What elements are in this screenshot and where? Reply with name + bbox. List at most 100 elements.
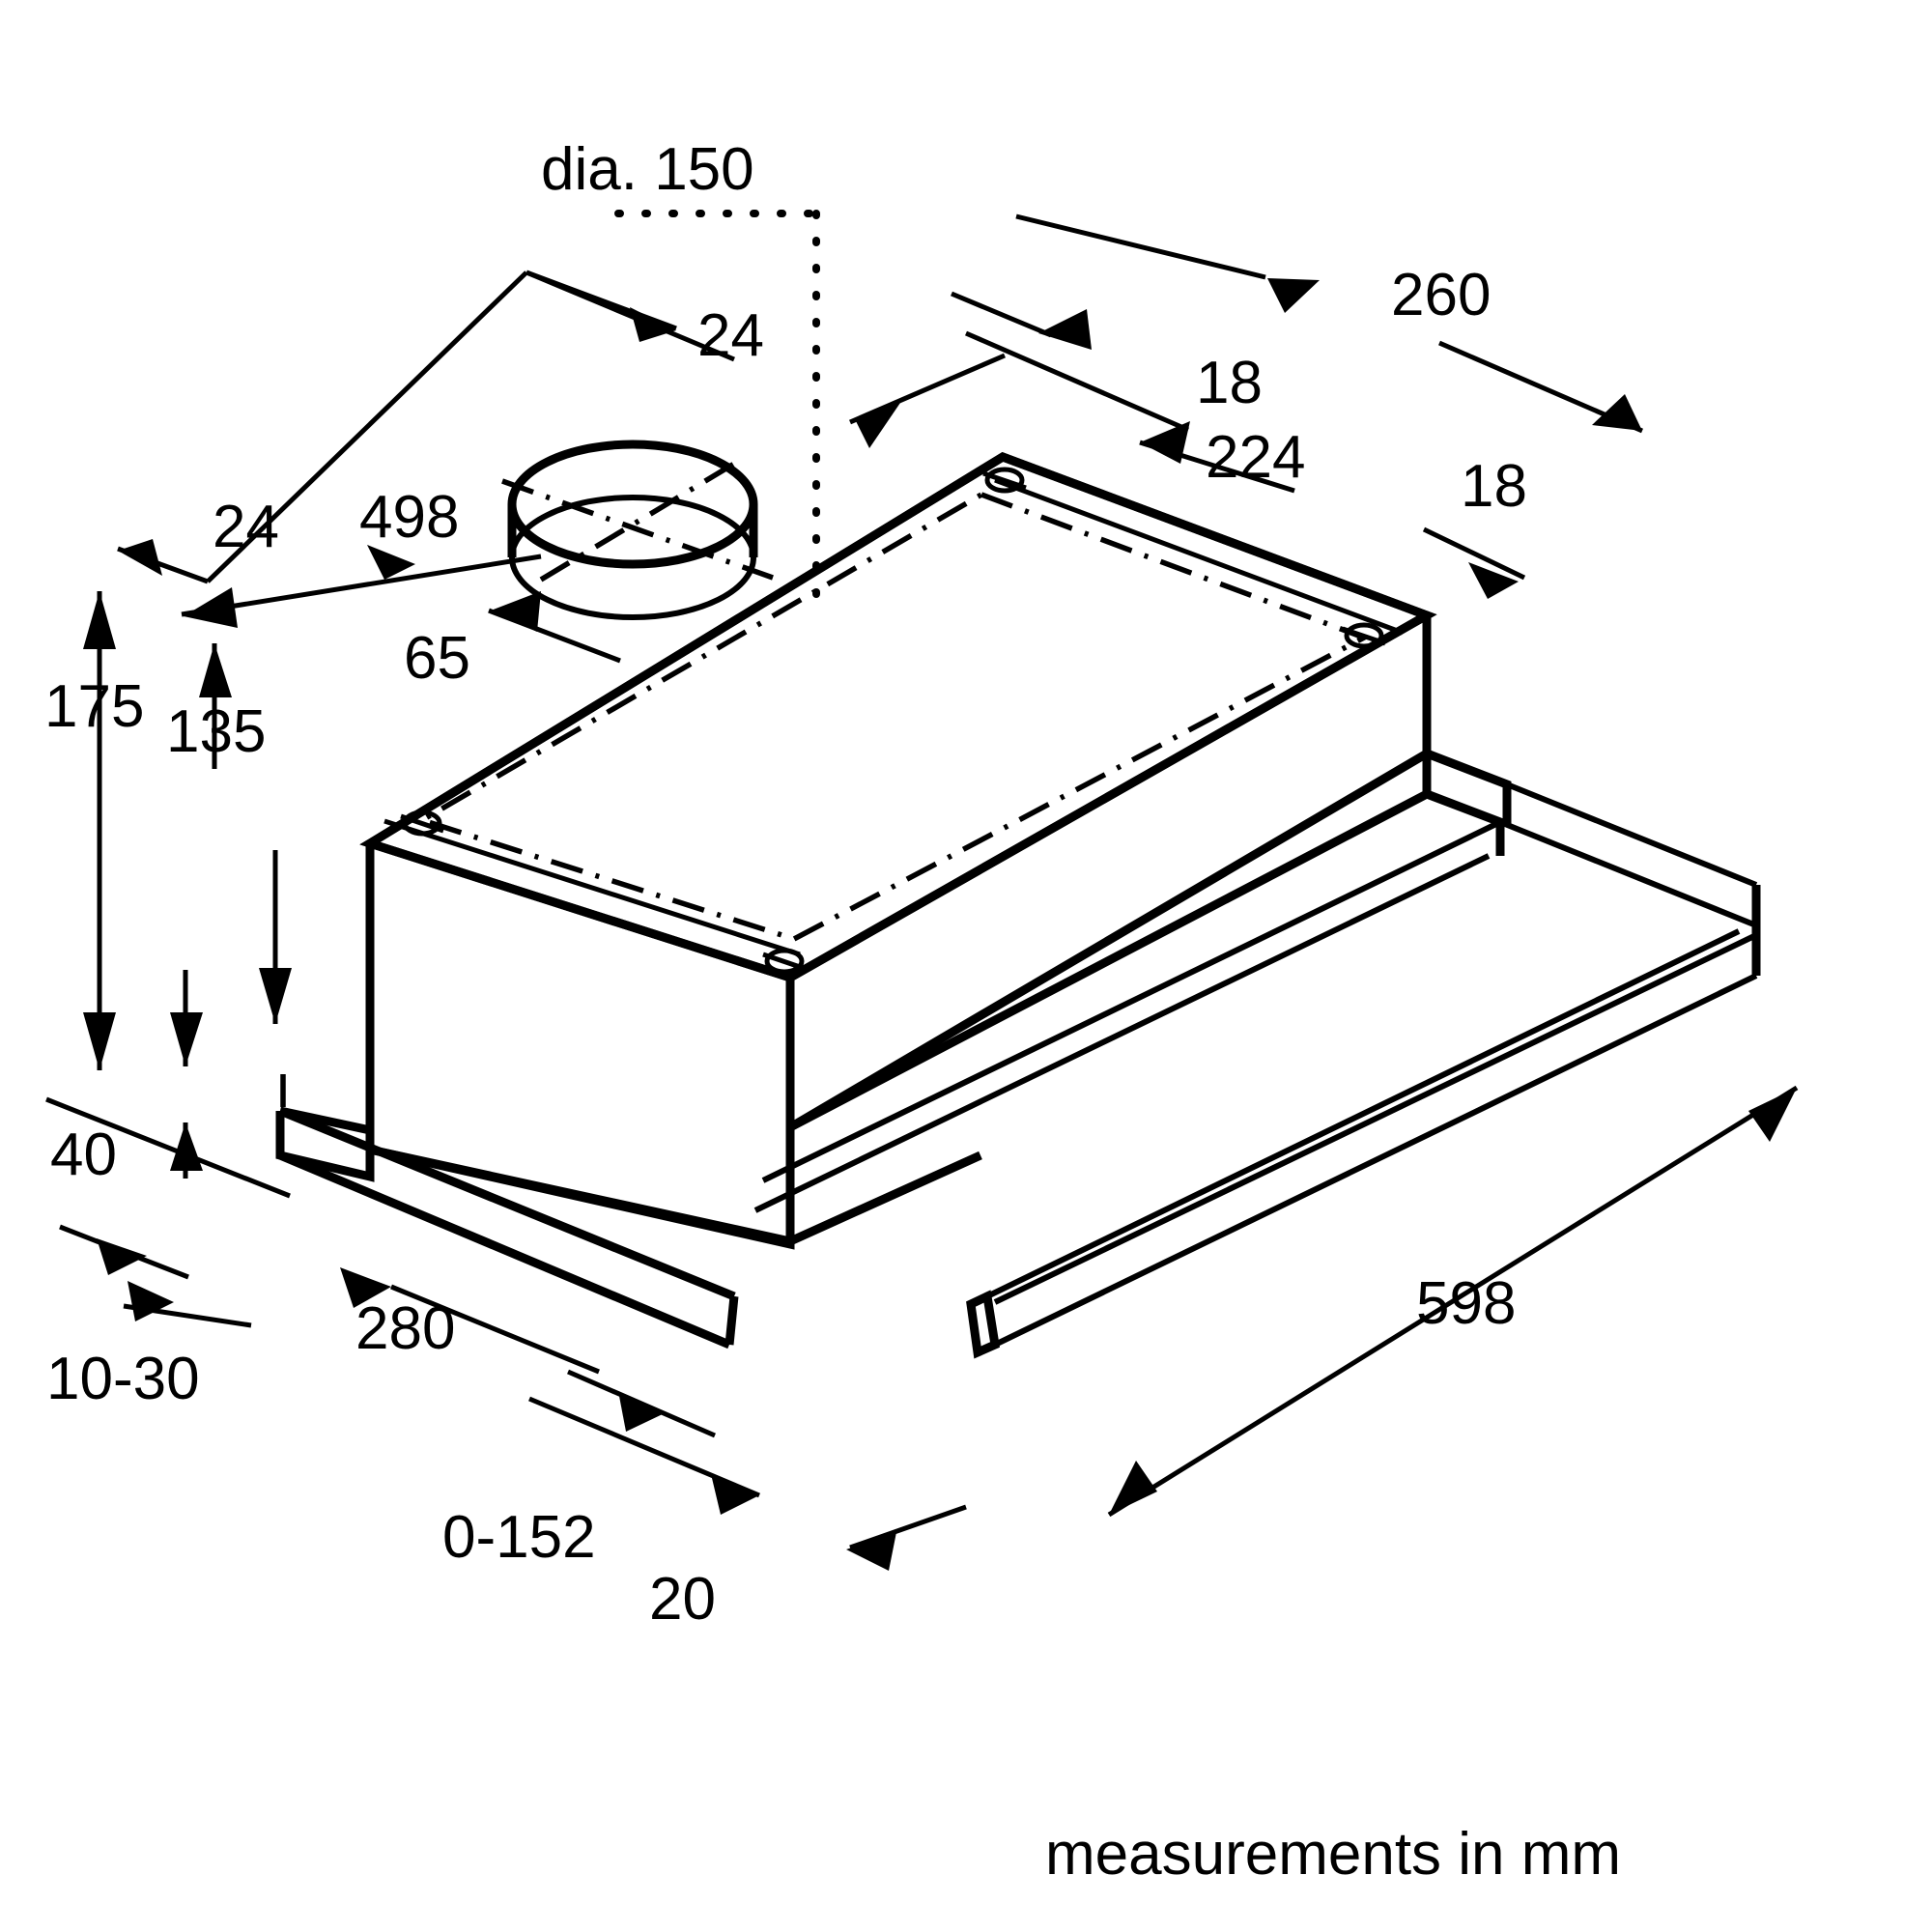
screw-head-icon bbox=[982, 467, 1027, 494]
d18a-label: 18 bbox=[1196, 350, 1263, 416]
d280-arrow-line bbox=[390, 1284, 600, 1375]
screw-head-icon bbox=[1342, 622, 1386, 649]
dimension-135: 135 bbox=[166, 643, 292, 1066]
d20-label: 20 bbox=[649, 1566, 716, 1633]
d24l-dimline-main bbox=[181, 554, 542, 617]
slide-front-long-edge-outer bbox=[993, 973, 1758, 1348]
d224-dimline-main bbox=[965, 330, 1189, 433]
pull-out-panel-group bbox=[993, 781, 1761, 1305]
d0152-label: 0-152 bbox=[442, 1504, 596, 1571]
dimension-24-left: 24 bbox=[181, 494, 542, 628]
slide-upper-surface-line2 bbox=[753, 853, 1491, 1213]
d280-label: 280 bbox=[355, 1295, 455, 1362]
screw-head-icon bbox=[400, 810, 444, 837]
dimension-arrowhead-icon bbox=[170, 1122, 203, 1171]
mounting-flange-front-run bbox=[278, 1151, 731, 1350]
d18b-ext bbox=[1422, 526, 1526, 581]
dimension-20: 20 bbox=[649, 1504, 967, 1633]
top-back-inner-line bbox=[994, 477, 1404, 636]
dimension-arrowhead-icon bbox=[630, 307, 676, 342]
dimension-arrowhead-icon bbox=[846, 1532, 896, 1571]
dimension-arrowhead-icon bbox=[1592, 394, 1642, 431]
collar-bottom-ellipse bbox=[509, 495, 756, 620]
dimension-arrowhead-icon bbox=[1748, 1088, 1797, 1142]
dimension-24-center: 24 bbox=[697, 302, 1006, 448]
hood-geometry-traced bbox=[359, 452, 1761, 1359]
d598-dimline bbox=[1107, 1085, 1799, 1518]
housing-front-left-face bbox=[365, 843, 795, 1247]
d20-arrow-line-main bbox=[849, 1504, 967, 1550]
housing-top-rim-front-left-inner bbox=[384, 818, 801, 957]
dimension-arrowhead-icon bbox=[1140, 421, 1190, 464]
mounting-flange-front-run-top bbox=[278, 1106, 736, 1301]
slide-front-long-edge-inner bbox=[985, 928, 1741, 1299]
slide-top-rail bbox=[1498, 819, 1758, 928]
d598-label: 598 bbox=[1416, 1270, 1516, 1337]
collar-cross-1 bbox=[501, 478, 774, 581]
dimension-arrowhead-icon bbox=[491, 591, 541, 632]
d24c-label: 24 bbox=[697, 302, 764, 369]
d1030-label: 10-30 bbox=[46, 1346, 200, 1412]
d18b-label: 18 bbox=[1461, 453, 1527, 520]
d18a-dimline bbox=[951, 291, 1052, 338]
dimension-175: 175 bbox=[44, 591, 144, 1070]
dimension-10-30: 10-30 bbox=[46, 1224, 252, 1412]
dimension-arrowhead-icon bbox=[618, 1391, 667, 1432]
slide-panel-left-endcap bbox=[966, 1290, 1000, 1359]
dimension-arrowhead-icon bbox=[184, 587, 238, 628]
d40-label: 40 bbox=[50, 1122, 117, 1188]
slide-panel-upper-edge bbox=[1505, 781, 1758, 888]
dimension-18-lower: 18 bbox=[1139, 421, 1527, 599]
dimension-arrowhead-icon bbox=[83, 1012, 116, 1070]
dimension-280: 280 bbox=[340, 1267, 600, 1375]
screw-head-icon bbox=[762, 948, 807, 975]
dimension-40: 40 bbox=[45, 1096, 291, 1199]
collar-cross-2 bbox=[539, 461, 736, 582]
front-left-face-outline bbox=[365, 843, 795, 1250]
slide-panel-face-line-1 bbox=[993, 932, 1758, 1305]
dimension-arrowhead-icon bbox=[170, 1012, 203, 1066]
dimension-arrowhead-icon bbox=[97, 1238, 147, 1275]
slide-upper-surface-line1 bbox=[761, 819, 1502, 1183]
dimension-arrowhead-icon bbox=[259, 968, 292, 1024]
d498-dimline bbox=[206, 270, 528, 583]
dimension-65: 65 bbox=[404, 591, 621, 692]
dia-150-label: dia. 150 bbox=[541, 136, 754, 203]
housing-right-face bbox=[785, 615, 1432, 1135]
dimension-dia-150: dia. 150 bbox=[541, 136, 820, 603]
round-duct-collar-icon bbox=[501, 440, 774, 620]
d175-label: 175 bbox=[44, 673, 144, 740]
screw-head-icon-group bbox=[400, 467, 1386, 975]
dimension-260: 260 bbox=[1015, 213, 1643, 434]
d65-label: 65 bbox=[404, 625, 470, 692]
dimension-arrowhead-icon bbox=[1038, 309, 1092, 350]
dimension-arrowhead-icon bbox=[118, 539, 162, 576]
d260-dimline-left bbox=[1015, 213, 1266, 280]
mounting-flange-front-edge bbox=[724, 1295, 739, 1346]
dimension-arrowhead-icon bbox=[340, 1267, 391, 1308]
dimension-498: 498 bbox=[117, 270, 735, 584]
d498-label: 498 bbox=[359, 484, 459, 551]
dimension-arrowhead-icon bbox=[711, 1474, 759, 1515]
dimension-18-upper: 18 bbox=[951, 291, 1263, 416]
d24l-label: 24 bbox=[213, 494, 279, 560]
dimension-arrowhead-icon bbox=[1468, 562, 1519, 599]
dimension-0-152: 0-152 bbox=[442, 1369, 760, 1571]
d24c-dimline bbox=[849, 353, 1006, 425]
d260-label: 260 bbox=[1391, 262, 1491, 328]
dimension-arrowhead-icon bbox=[1109, 1461, 1157, 1515]
housing-top-centerline-rect bbox=[415, 491, 1371, 942]
dimension-arrowhead-icon bbox=[128, 1281, 174, 1321]
housing-right-step bbox=[1425, 749, 1512, 826]
dimension-arrowhead-icon bbox=[1267, 278, 1320, 313]
d40-ext-line-top bbox=[45, 1096, 291, 1199]
housing-bottom-front-profile bbox=[788, 1151, 982, 1246]
dimension-arrowhead-icon bbox=[367, 545, 415, 580]
dimension-598: 598 bbox=[1107, 1085, 1799, 1518]
right-face-outline bbox=[785, 615, 1432, 1135]
dimension-arrowhead-icon bbox=[83, 591, 116, 649]
dimension-arrowhead-icon bbox=[856, 400, 902, 448]
collar-top-ellipse bbox=[507, 440, 758, 569]
